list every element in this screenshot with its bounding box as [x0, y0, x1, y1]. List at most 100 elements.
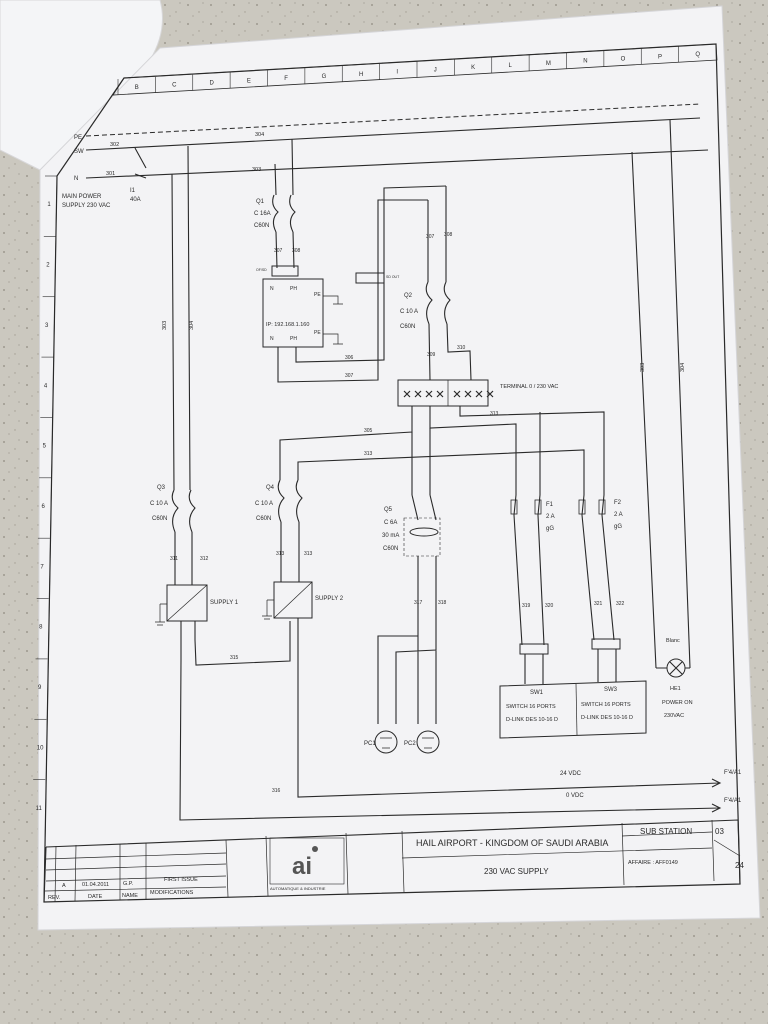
wire-302: 302: [110, 142, 119, 148]
q1-model: C60N: [254, 223, 269, 229]
ip-ph-top: PH: [290, 286, 297, 292]
bus-24v-label: 24 VDC: [560, 771, 582, 777]
switch-box-divider: [575, 683, 578, 736]
q5-outputs: [377, 556, 437, 724]
column-letter: C: [172, 83, 177, 89]
q1-name: Q1: [256, 199, 265, 205]
supply-2-diagonal: [273, 581, 313, 619]
terminal-screw: [453, 390, 461, 398]
sw1-line2: D-LINK DES 10-16 D: [506, 717, 558, 723]
row-number: 11: [36, 806, 43, 812]
ip-earth: [323, 295, 343, 345]
i1-rating: 40A: [130, 197, 141, 203]
n-label: N: [74, 176, 78, 182]
bus-24v-arrow: [711, 778, 722, 788]
ip-pe-top: PE: [314, 292, 321, 298]
rev-letter: A: [62, 883, 66, 889]
wire-303-left: 303: [162, 321, 168, 330]
lamp-text2: 230VAC: [664, 713, 684, 719]
header-modifications: MODIFICATIONS: [150, 890, 194, 896]
row-number: 2: [46, 263, 50, 269]
sw1-line1: SWITCH 16 PORTS: [506, 704, 556, 710]
column-letter: O: [621, 56, 626, 62]
q4-rating: C 10 A: [255, 501, 273, 507]
sw1-name: SW1: [530, 690, 544, 696]
row-number: 1: [47, 202, 51, 208]
f2-rating: 2 A: [614, 512, 623, 518]
logo-dot: [312, 846, 318, 852]
row-number: 7: [40, 564, 44, 570]
sd-out-label: SD OUT: [386, 275, 400, 279]
row-number: 5: [43, 444, 47, 450]
affaire-number: AFFAIRE : AFF0149: [628, 860, 678, 866]
q1-breaker: [272, 194, 296, 233]
terminal-block: [397, 379, 489, 407]
row-number: 10: [37, 745, 44, 751]
f2-type: gG: [614, 524, 622, 530]
wire-322: 322: [616, 601, 625, 607]
terminal-screw: [403, 390, 411, 398]
wire-311: 311: [170, 556, 178, 562]
q1-rating: C 16A: [254, 211, 271, 217]
column-letter: K: [471, 65, 475, 71]
ip-n-bottom: N: [270, 336, 274, 342]
feeder-303-304: [171, 145, 191, 491]
terminal-screw: [414, 390, 422, 398]
sub-station-label: SUB STATION: [640, 827, 692, 836]
bus-0v-arrow: [711, 803, 722, 813]
ip-n-top: N: [270, 286, 274, 292]
wire-304-top: 304: [255, 132, 264, 138]
row-number: 9: [38, 685, 42, 691]
sd-out-contact: [355, 272, 385, 284]
q2-breaker: [425, 281, 451, 325]
supply-1-diagonal: [166, 584, 208, 622]
sw3-line2: D-LINK DES 10-16 D: [581, 715, 633, 721]
sw3-name: SW3: [604, 687, 618, 693]
bus-0v-label: 0 VDC: [566, 793, 584, 799]
ip-address: IP: 192.168.1.160: [266, 322, 309, 328]
supply-1-earth: [155, 603, 167, 626]
header-date: DATE: [88, 894, 103, 900]
ip-ph-bottom: PH: [290, 336, 297, 342]
row-number: 3: [45, 323, 49, 329]
column-letter: E: [247, 78, 251, 84]
wire-301: 301: [106, 171, 115, 177]
wire-304-left: 304: [189, 321, 195, 330]
pc1-label: PC1: [364, 741, 376, 747]
wire-303-right: 303: [640, 363, 646, 372]
wire-317: 317: [414, 600, 423, 606]
project-title: HAIL AIRPORT - KINGDOM OF SAUDI ARABIA: [416, 838, 608, 848]
ip-module: [262, 278, 324, 348]
q2-feed: [427, 186, 447, 282]
q1-feed: [274, 138, 294, 196]
pe-label: PE: [74, 135, 82, 141]
q5-rcd-box: [403, 517, 441, 557]
q2-name: Q2: [404, 293, 413, 299]
row-strip-line: [43, 175, 58, 903]
q1-outputs: [275, 231, 295, 269]
bus-24v-ref: F'4/A1: [724, 770, 742, 776]
q3-rating: C 10 A: [150, 501, 168, 507]
terminal-screw: [436, 390, 444, 398]
wire-308-q1: 308: [292, 248, 301, 254]
sw3-line1: SWITCH 16 PORTS: [581, 702, 631, 708]
main-power-label: MAIN POWER: [62, 194, 102, 200]
terminal-label: TERMINAL 0 / 230 VAC: [500, 384, 558, 390]
column-letter: B: [135, 85, 139, 91]
terminal-screws: [403, 390, 494, 398]
logo-frame: [269, 837, 345, 885]
lamp-feeders: [631, 119, 691, 669]
q4-model: C60N: [256, 516, 271, 522]
wire-314-q4: 313: [304, 551, 313, 557]
q5-toroid: [409, 527, 439, 537]
column-letter: D: [209, 81, 214, 87]
q5-feed: [411, 428, 431, 495]
q4-breaker: [277, 479, 303, 523]
lamp-cross: [656, 661, 690, 675]
column-letter: I: [396, 70, 398, 76]
column-letter: M: [546, 61, 551, 67]
wire-307-q2: 307: [426, 234, 435, 240]
